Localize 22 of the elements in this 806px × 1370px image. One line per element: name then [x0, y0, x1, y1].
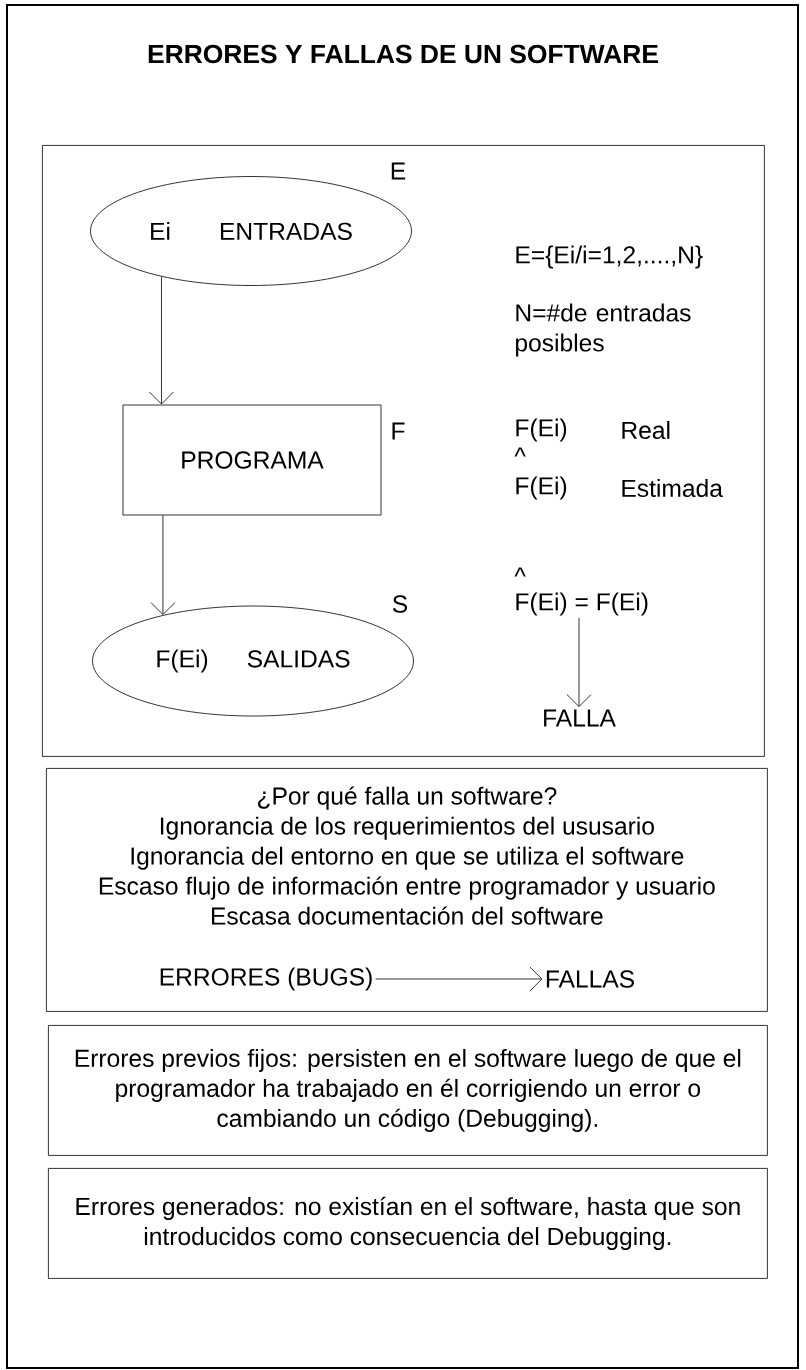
formula-label: F(Ei) [516, 476, 567, 500]
formula-label: F(Ei) [516, 418, 567, 442]
title: ERRORES Y FALLAS DE UN SOFTWARE [148, 44, 658, 64]
text-panel: Errores generados: no existían en el software, hasta que son introducidos como consecuencia del Debugging. [48, 1168, 768, 1279]
node-text: ERRORES (BUGS) [160, 967, 372, 991]
formula-label: ^ [514, 567, 526, 577]
text-panel: Errores previos fijos: persisten en el software luego de que el programador ha trabajado en él corrigiendo un error o cambiando un código (Debugging). [48, 1025, 768, 1156]
formula-label: N=#de entradas posibles [516, 303, 691, 357]
formula-label: ^ [514, 447, 526, 457]
process-box: PROGRAMA [122, 404, 382, 516]
formula-text: F(Ei) = F(Ei) [516, 592, 648, 616]
node-text: FALLA [544, 709, 616, 727]
formula-label: Estimada [622, 479, 723, 498]
arrow [566, 617, 592, 707]
arrow [150, 515, 176, 615]
node-text: FALLAS [546, 970, 634, 988]
diagram-panel [42, 145, 765, 757]
formula-label: E={Ei/i=1,2,....,N} [516, 245, 703, 269]
formula-label: Real [622, 421, 670, 440]
arrow [375, 966, 543, 992]
arrow [149, 276, 174, 405]
side-letter: F [392, 422, 405, 440]
